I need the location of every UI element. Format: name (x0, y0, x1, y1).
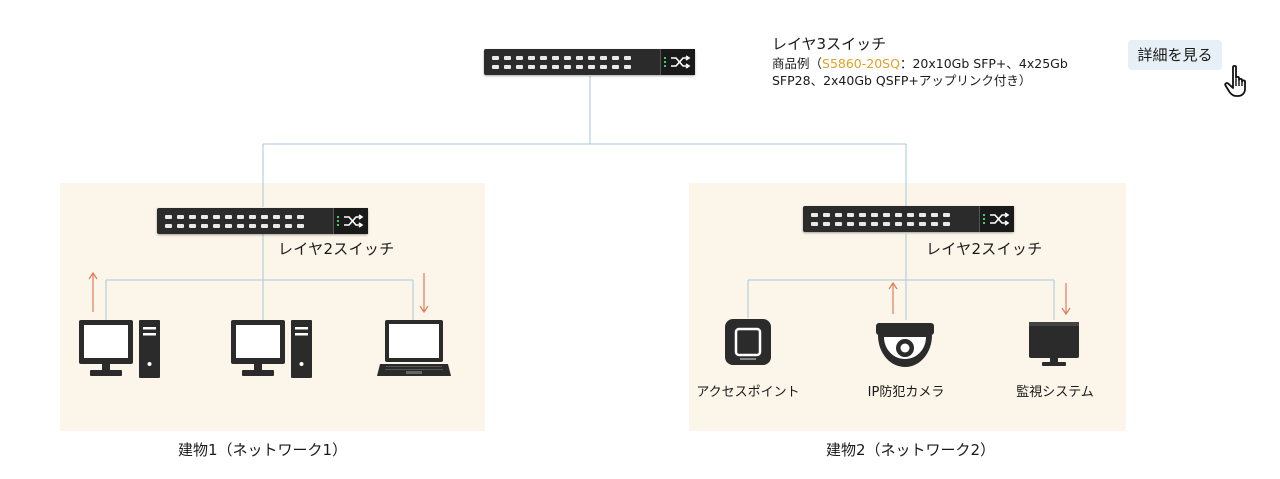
switch-ports (492, 55, 632, 69)
switch-ports (165, 214, 305, 228)
ip-camera-label: IP防犯カメラ (867, 385, 945, 400)
layer2-switch-building-1 (157, 208, 368, 234)
view-details-button[interactable]: 詳細を見る (1128, 40, 1222, 70)
monitor-icon (1029, 322, 1079, 366)
desktop-computer-icon (79, 320, 160, 378)
building-1-caption: 建物1（ネットワーク1） (178, 441, 348, 459)
hand-pointer-icon (1224, 64, 1246, 97)
monitoring-system-label: 監視システム (1016, 385, 1094, 400)
network-switch-icon (344, 214, 364, 228)
download-arrow (1061, 283, 1071, 316)
layer2-switch-label: レイヤ2スイッチ (926, 240, 1043, 258)
upload-arrow (888, 281, 898, 314)
layer3-switch-title: レイヤ3スイッチ (772, 35, 887, 53)
product-example: 商品例（S5860-20SQ：20x10Gb SFP+、4x25Gb SFP28… (772, 55, 1102, 89)
product-spec: ：20x10Gb SFP+、4x25Gb (899, 56, 1068, 71)
access-point-label: アクセスポイント (696, 385, 800, 400)
product-model-link[interactable]: S5860-20SQ (822, 56, 900, 71)
building-2-caption: 建物2（ネットワーク2） (826, 441, 996, 459)
laptop-icon (377, 320, 451, 376)
switch-ports (811, 212, 951, 226)
desktop-computer-icon (231, 320, 312, 378)
layer3-switch (484, 49, 695, 75)
network-switch-icon (671, 55, 691, 69)
download-arrow (419, 273, 429, 314)
layer2-switch-label: レイヤ2スイッチ (278, 240, 395, 258)
network-switch-icon (990, 212, 1010, 226)
layer2-switch-building-2 (803, 206, 1014, 232)
upload-arrow (88, 271, 98, 312)
product-spec: SFP28、2x40Gb QSFP+アップリンク付き） (772, 73, 1032, 88)
dome-camera-icon (876, 323, 934, 367)
product-prefix: 商品例（ (772, 56, 823, 71)
access-point-icon (725, 319, 771, 365)
